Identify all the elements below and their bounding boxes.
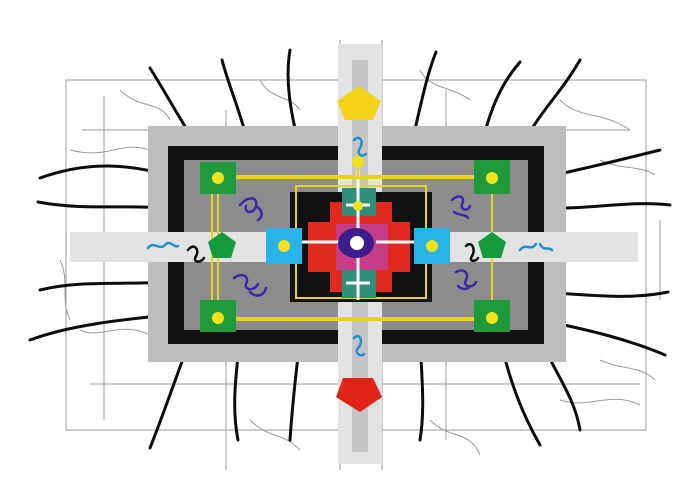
- sketch-curve: [79, 328, 151, 336]
- sketch-curve: [559, 398, 641, 406]
- sketch-curve: [419, 69, 471, 101]
- glyph-mark: [238, 197, 263, 222]
- glyphs: [146, 136, 554, 357]
- yellow-node: [212, 172, 224, 184]
- sketch-curve: [249, 419, 301, 451]
- sketch-curve: [559, 99, 631, 131]
- glyph-mark: [454, 269, 478, 291]
- glyph-mark: [450, 195, 472, 220]
- sketch-curve: [599, 359, 656, 381]
- yellow-node: [278, 240, 290, 252]
- yellow-node: [486, 172, 498, 184]
- glyph-mark: [352, 334, 366, 357]
- glyph-mark: [186, 245, 206, 263]
- yellow-node: [352, 156, 364, 168]
- sketch-curve: [59, 259, 71, 321]
- pentagon-north-icon: [337, 86, 381, 120]
- hub-white-dot: [350, 236, 364, 250]
- sketch-curve: [429, 419, 481, 456]
- yellow-node: [486, 312, 498, 324]
- glyph-mark: [232, 273, 268, 297]
- yellow-node: [353, 201, 363, 211]
- pentagon-east-icon: [478, 232, 506, 258]
- glyph-mark: [146, 241, 180, 250]
- pentagon-west-icon: [208, 232, 236, 258]
- root-line: [28, 313, 170, 342]
- glyph-mark: [352, 136, 368, 157]
- glyph-mark: [464, 242, 480, 262]
- glyph-mark: [518, 242, 554, 252]
- sketch-curve: [119, 89, 171, 121]
- sketch-curve: [69, 146, 151, 154]
- sketch-curve: [259, 79, 301, 111]
- yellow-nodes: [212, 156, 498, 324]
- yellow-node: [426, 240, 438, 252]
- pentagon-south-icon: [336, 378, 382, 412]
- yellow-node: [212, 312, 224, 324]
